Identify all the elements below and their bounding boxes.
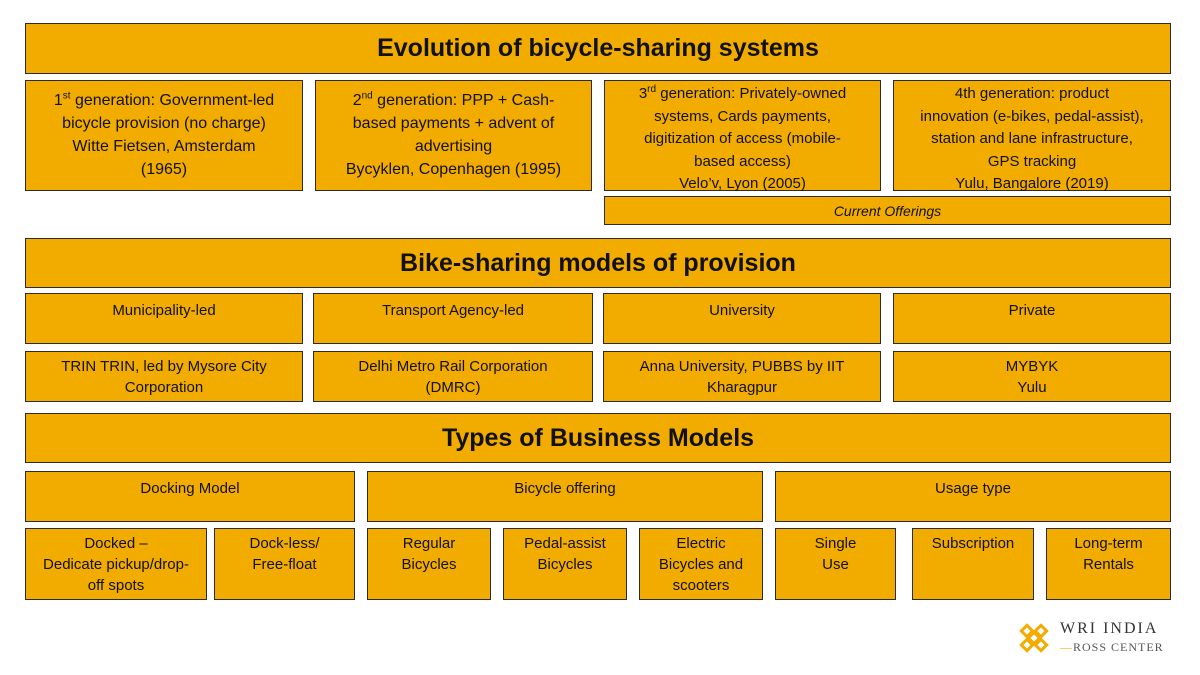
gen4-line4: GPS tracking	[987, 152, 1077, 170]
gen2-line2: based payments + advent of	[352, 115, 555, 132]
provision-example-university: Anna University, PUBBS by IIT Kharagpur	[603, 351, 881, 402]
current-offerings-bar: Current Offerings	[604, 196, 1171, 225]
group-docking-model: Docking Model	[25, 471, 355, 522]
category-label: University	[709, 302, 775, 319]
category-label: Transport Agency-led	[381, 302, 525, 319]
gen1-line1-rest: generation: Government-led	[70, 92, 275, 109]
gen4-line5: Yulu, Bangalore (2019)	[955, 175, 1109, 192]
long-term-rentals-box: Long-term Rentals	[1046, 528, 1171, 600]
gen1-line4: (1965)	[140, 161, 188, 178]
gen4-line1: 4th generation: product	[954, 85, 1110, 102]
example-line1: MYBYK	[1005, 358, 1059, 375]
logo-name: WRI INDIA	[1060, 620, 1159, 637]
regular-line1: Regular	[402, 535, 456, 552]
gen2-line1: 2nd generation: PPP + Cash-	[352, 90, 555, 109]
docked-line1: Docked –	[84, 535, 148, 552]
evolution-title: Evolution of bicycle-sharing systems	[377, 34, 819, 62]
regular-bicycles-box: Regular Bicycles	[367, 528, 491, 600]
logo-subtitle: —ROSS CENTER	[1060, 640, 1164, 655]
docked-box: Docked – Dedicate pickup/drop- off spots	[25, 528, 207, 600]
gen3-sup: rd	[647, 84, 657, 95]
docked-line2: Dedicate pickup/drop-	[43, 556, 189, 573]
docked-line3: off spots	[87, 577, 145, 594]
example-line1: TRIN TRIN, led by Mysore City	[61, 358, 267, 375]
example-line2: (DMRC)	[425, 379, 481, 396]
generation-1-box: 1st generation: Government-led bicycle p…	[25, 80, 303, 191]
subscription-line1: Subscription	[931, 535, 1015, 552]
generation-2-box: 2nd generation: PPP + Cash- based paymen…	[315, 80, 592, 191]
example-line1: Delhi Metro Rail Corporation	[358, 358, 548, 375]
gen3-line3: digitization of access (mobile-	[644, 130, 841, 147]
generation-3-box: 3rd generation: Privately-owned systems,…	[604, 80, 881, 192]
provision-category-private: Private	[893, 293, 1171, 344]
gen3-line1-rest: generation: Privately-owned	[656, 85, 847, 102]
gen2-line1-rest: generation: PPP + Cash-	[372, 92, 555, 109]
example-line2: Yulu	[1017, 379, 1047, 396]
gen1-line2: bicycle provision (no charge)	[62, 115, 266, 132]
provision-category-transport: Transport Agency-led	[313, 293, 593, 344]
gen4-line2: innovation (e-bikes, pedal-assist),	[920, 107, 1144, 125]
longterm-line1: Long-term	[1074, 535, 1143, 552]
pedal-line1: Pedal-assist	[524, 535, 606, 552]
group-bicycle-offering: Bicycle offering	[367, 471, 763, 522]
dockless-box: Dock-less/ Free-float	[214, 528, 355, 600]
regular-line2: Bicycles	[401, 556, 457, 573]
gen3-line1: 3rd generation: Privately-owned	[638, 84, 847, 103]
gen3-line4: based access)	[694, 152, 791, 170]
provision-category-university: University	[603, 293, 881, 344]
logo-dash: —	[1060, 640, 1073, 654]
gen3-line5: Velo’v, Lyon (2005)	[679, 175, 806, 192]
longterm-line2: Rentals	[1083, 556, 1134, 573]
electric-line2: Bicycles and	[658, 556, 744, 573]
gen2-sup: nd	[361, 90, 373, 102]
provision-example-municipality: TRIN TRIN, led by Mysore City Corporatio…	[25, 351, 303, 402]
single-line2: Use	[822, 556, 849, 573]
example-line1: Anna University, PUBBS by IIT	[639, 358, 845, 375]
dockless-line2: Free-float	[252, 556, 317, 573]
electric-line1: Electric	[676, 535, 726, 552]
provision-example-private: MYBYK Yulu	[893, 351, 1171, 402]
gen3-line2: systems, Cards payments,	[654, 107, 831, 125]
business-models-header: Types of Business Models	[25, 413, 1171, 463]
current-offerings-label: Current Offerings	[833, 202, 942, 219]
pedal-line2: Bicycles	[537, 556, 593, 573]
group-label: Usage type	[935, 480, 1011, 497]
group-usage-type: Usage type	[775, 471, 1171, 522]
logo-sub-text: ROSS CENTER	[1073, 640, 1164, 654]
subscription-box: Subscription	[912, 528, 1034, 600]
provision-example-transport: Delhi Metro Rail Corporation (DMRC)	[313, 351, 593, 402]
example-line2: Corporation	[124, 379, 204, 396]
group-label: Bicycle offering	[514, 480, 616, 497]
single-use-box: Single Use	[775, 528, 896, 600]
gen1-line1: 1st generation: Government-led	[53, 90, 275, 109]
provision-title: Bike-sharing models of provision	[400, 248, 796, 277]
evolution-header: Evolution of bicycle-sharing systems	[25, 23, 1171, 74]
single-line1: Single	[814, 535, 857, 552]
gen2-line4: Bycyklen, Copenhagen (1995)	[345, 161, 562, 178]
wri-india-logo: WRI INDIA —ROSS CENTER	[1014, 618, 1194, 658]
gen1-sup: st	[62, 90, 71, 102]
business-models-title: Types of Business Models	[441, 423, 755, 452]
wri-knot-icon	[1019, 623, 1049, 653]
gen4-line3: station and lane infrastructure,	[931, 130, 1133, 147]
provision-header: Bike-sharing models of provision	[25, 238, 1171, 288]
provision-category-municipality: Municipality-led	[25, 293, 303, 344]
gen1-line3: Witte Fietsen, Amsterdam	[72, 138, 256, 155]
category-label: Municipality-led	[112, 302, 216, 319]
electric-box: Electric Bicycles and scooters	[639, 528, 763, 600]
electric-line3: scooters	[672, 577, 730, 594]
category-label: Private	[1008, 302, 1056, 319]
generation-4-box: 4th generation: product innovation (e-bi…	[893, 80, 1171, 192]
gen2-line3: advertising	[414, 138, 493, 155]
dockless-line1: Dock-less/	[249, 535, 320, 552]
group-label: Docking Model	[140, 480, 240, 497]
example-line2: Kharagpur	[706, 379, 778, 396]
pedal-assist-box: Pedal-assist Bicycles	[503, 528, 627, 600]
